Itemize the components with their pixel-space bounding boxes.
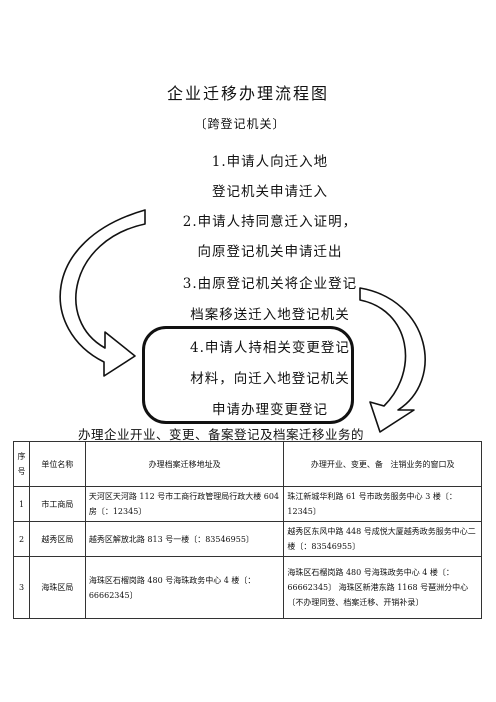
- step-4-line-2: 材料，向迁入地登记机关: [190, 371, 350, 387]
- step-2-line-1: 2.申请人持同意迁入证明，: [182, 214, 358, 230]
- step-2-line-2: 向原登记机关申请迁出: [197, 244, 343, 260]
- step-4-line-1: 4.申请人持相关变更登记: [190, 340, 350, 356]
- table-row: 3 海珠区局 海珠区石榴岗路 480 号海珠政务中心 4 楼〔：66662345…: [13, 556, 482, 619]
- row-window: 越秀区东风中路 448 号成悦大厦越秀政务服务中心二楼〔：83546955〕: [283, 521, 482, 557]
- table-row: 1 市工商局 天河区天河路 112 号市工商行政管理局行政大楼 604 房〔：1…: [13, 486, 482, 522]
- step-1-line-1: 1.申请人向迁入地: [211, 154, 329, 170]
- page-subtitle: 〔跨登记机关〕: [194, 117, 286, 131]
- page-title: 企业迁移办理流程图: [166, 84, 329, 103]
- office-table: 序号 单位名称 办理档案迁移地址及 办理开业、变更、备 注销业务的窗口及 1 市…: [13, 441, 482, 619]
- step-4-line-3: 申请办理变更登记: [212, 402, 328, 418]
- row-unit: 越秀区局: [28, 521, 86, 557]
- table-row: 2 越秀区局 越秀区解放北路 813 号一楼〔：83546955〕 越秀区东风中…: [13, 521, 482, 557]
- header-no: 序号: [13, 441, 30, 487]
- row-no: 2: [13, 521, 30, 557]
- row-window: 海珠区石榴岗路 480 号海珠政务中心 4 楼〔：66662345〕 海珠区新港…: [283, 556, 482, 619]
- row-unit: 海珠区局: [28, 556, 86, 619]
- intro-text: 办理企业开业、变更、备案登记及档案迁移业务的: [78, 427, 365, 442]
- step-3-line-2: 档案移送迁入地登记机关: [190, 307, 350, 323]
- row-archive: 天河区天河路 112 号市工商行政管理局行政大楼 604 房〔：12345〕: [84, 486, 285, 522]
- header-archive: 办理档案迁移地址及: [84, 441, 285, 487]
- row-archive: 越秀区解放北路 813 号一楼〔：83546955〕: [84, 521, 285, 557]
- header-window-part-2: 注销业务的窗口及: [390, 459, 455, 469]
- row-archive: 海珠区石榴岗路 480 号海珠政务中心 4 楼〔：66662345〕: [84, 556, 285, 619]
- step-1-line-2: 登记机关申请迁入: [212, 184, 328, 200]
- table-header-row: 序号 单位名称 办理档案迁移地址及 办理开业、变更、备 注销业务的窗口及: [13, 441, 482, 487]
- header-unit: 单位名称: [28, 441, 86, 487]
- row-window: 珠江新城华利路 61 号市政务服务中心 3 楼〔：12345〕: [283, 486, 482, 522]
- row-unit: 市工商局: [28, 486, 86, 522]
- row-no: 3: [13, 556, 30, 619]
- header-window: 办理开业、变更、备 注销业务的窗口及: [283, 441, 482, 487]
- row-no: 1: [13, 486, 30, 522]
- step-3-line-1: 3.由原登记机关将企业登记: [182, 276, 358, 292]
- header-window-part-1: 办理开业、变更、备: [310, 459, 383, 469]
